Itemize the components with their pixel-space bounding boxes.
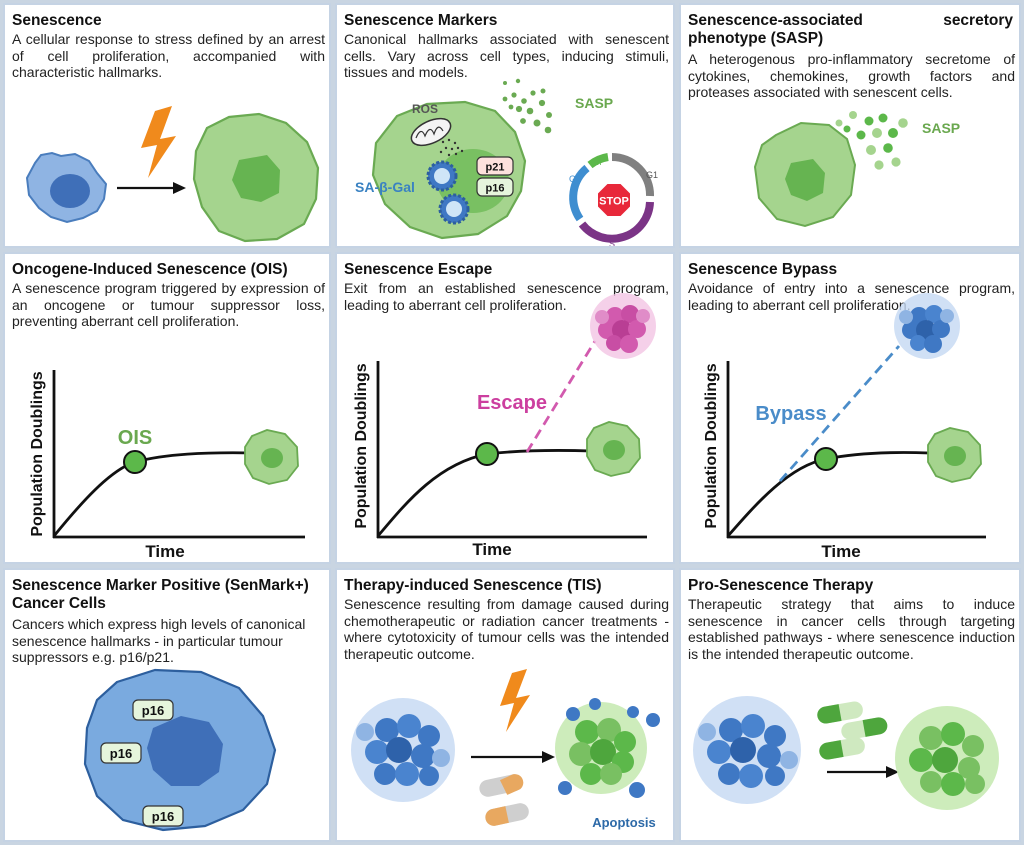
p16-label: p16 (152, 809, 174, 824)
y-axis-label: Population Doublings (29, 371, 46, 536)
panel-title: Pro-Senescence Therapy (688, 577, 874, 594)
panel-pro-senescence: Pro-Senescence Therapy Therapeutic strat… (679, 568, 1021, 842)
escape-path (525, 340, 597, 453)
senescent-cell-cluster (555, 702, 647, 794)
proliferating-cell-cluster (894, 293, 960, 359)
arrow-icon (542, 751, 555, 763)
x-axis-label: Time (821, 542, 860, 561)
panel-tis: Therapy-induced Senescence (TIS) Senesce… (335, 568, 675, 842)
sasp-label: SASP (922, 120, 960, 136)
panel-senescence: Senescence A cellular response to stress… (3, 3, 331, 248)
p21-label: p21 (486, 162, 505, 174)
p16-label: p16 (142, 703, 164, 718)
g2-label: G2 (569, 174, 581, 184)
sasp-dots (502, 78, 552, 134)
ros-label: ROS (412, 102, 438, 116)
sasp-dots (835, 111, 908, 170)
ois-plot: Population Doublings Time OIS (29, 370, 305, 561)
escape-plot: Population Doublings Time Escape (353, 293, 656, 559)
stop-label: STOP (599, 196, 629, 208)
p16-marker-left (100, 742, 142, 764)
senescent-cell-cluster (895, 706, 999, 810)
bypass-point (814, 447, 838, 471)
apoptosis-label: Apoptosis (592, 815, 656, 830)
p16-label: p16 (110, 746, 132, 761)
ros-dots (439, 138, 464, 157)
p16-marker-top (132, 699, 174, 721)
panel-description: A heterogenous pro-inflammatory secretom… (688, 51, 1015, 100)
panel-description: Avoidance of entry into a senescence pro… (688, 280, 1015, 313)
green-cell-nucleus (232, 155, 280, 202)
lightning-bolt-icon (141, 106, 176, 178)
panel-title: Senescence Bypass (688, 261, 838, 278)
escaped-cell-cluster (590, 293, 656, 359)
panel-description: Cancers which express high levels of can… (12, 616, 306, 665)
p16-marker (476, 177, 514, 197)
mitochondrion-icon (410, 117, 452, 147)
ois-point (123, 450, 147, 474)
arrow-icon (173, 182, 186, 194)
cell-cycle-ring (569, 153, 655, 243)
tis-illustration: Apoptosis (351, 669, 660, 830)
pro-senescence-illustration (693, 696, 999, 810)
x-axis-label: Time (145, 542, 184, 561)
capsule-icons (479, 774, 529, 826)
p16-label: p16 (486, 183, 505, 195)
bypass-path (778, 345, 901, 482)
markers-illustration: ROS SASP SA-β-Gal p21 p16 STOP G1 S G2 M (355, 78, 658, 248)
panel-title: Senescence (12, 12, 102, 29)
m-label: M (594, 157, 602, 167)
sa-beta-gal-label: SA-β-Gal (355, 179, 415, 195)
panel-description: A senescence program triggered by expres… (12, 280, 325, 329)
panel-description: Therapeutic strategy that aims to induce… (688, 596, 1015, 662)
lysosome-icons (426, 160, 470, 225)
panel-description: Canonical hallmarks associated with sene… (344, 31, 669, 80)
panel-title: Senescence-associated secretory phenotyp… (688, 12, 1013, 47)
panel-escape: Senescence Escape Exit from an establish… (335, 252, 675, 564)
p21-marker (476, 156, 514, 176)
cancer-cell-cluster (693, 696, 801, 804)
senmark-illustration: p16 p16 p16 (83, 668, 277, 832)
bypass-label: Bypass (755, 403, 826, 425)
senescence-illustration (25, 106, 320, 243)
blue-cell-nucleus (50, 174, 90, 208)
panel-title: Senescence Marker Positive (SenMark+) Ca… (12, 577, 309, 612)
cell-nucleus (785, 159, 825, 201)
panel-title: Senescence Markers (344, 12, 498, 29)
panel-bypass: Senescence Bypass Avoidance of entry int… (679, 252, 1021, 564)
panel-description: A cellular response to stress defined by… (12, 31, 325, 80)
apoptotic-cells (558, 698, 660, 798)
growth-curve (52, 451, 256, 537)
panel-title: Oncogene-Induced Senescence (OIS) (12, 261, 288, 278)
panel-description: Exit from an established senescence prog… (344, 280, 669, 313)
arrow-icon (886, 766, 899, 778)
panel-ois: Oncogene-Induced Senescence (OIS) A sene… (3, 252, 331, 564)
sasp-illustration: SASP (753, 111, 960, 228)
escape-label: Escape (477, 392, 547, 414)
bypass-plot: Population Doublings Time Bypass (703, 293, 986, 561)
y-axis-label: Population Doublings (703, 363, 720, 528)
panel-senescence-markers: Senescence Markers Canonical hallmarks a… (335, 3, 675, 248)
cell-nucleus (147, 716, 223, 786)
y-axis-label: Population Doublings (353, 363, 370, 528)
capsule-icons (817, 701, 888, 760)
p16-marker-bottom (142, 805, 184, 827)
stop-sign-icon (596, 182, 632, 218)
sasp-label: SASP (575, 95, 613, 111)
panel-senmark: Senescence Marker Positive (SenMark+) Ca… (3, 568, 331, 842)
panel-title: Senescence Escape (344, 261, 493, 278)
escape-point (475, 442, 499, 466)
s-label: S (609, 239, 615, 248)
x-axis-label: Time (472, 540, 511, 559)
panel-description: Senescence resulting from damage caused … (344, 596, 669, 662)
panel-sasp: Senescence-associated secretory phenotyp… (679, 3, 1021, 248)
panel-title: Therapy-induced Senescence (TIS) (344, 577, 602, 594)
cancer-cell-cluster (351, 698, 455, 802)
g1-label: G1 (646, 170, 658, 180)
ois-label: OIS (118, 427, 152, 449)
lightning-bolt-icon (500, 669, 530, 732)
